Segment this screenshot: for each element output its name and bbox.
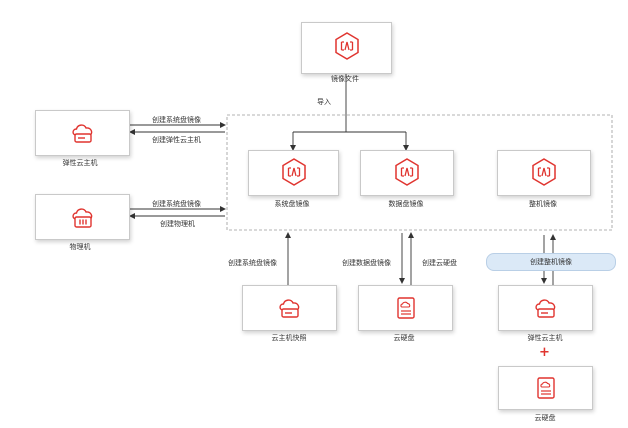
ecs-bottom-label: 弹性云主机 <box>527 334 563 342</box>
physical-server-icon <box>72 208 93 228</box>
edge-label-create-bms: 创建物理机 <box>160 220 195 228</box>
snapshot-label: 云主机快照 <box>271 334 307 342</box>
cloud-disk-label: 云硬盘 <box>393 334 415 342</box>
edge-label-import: 导入 <box>317 98 331 106</box>
plus-sign: + <box>539 345 550 360</box>
cloud-server-icon <box>535 299 556 318</box>
edge-label-create-full-image: 创建整机镜像 <box>530 258 572 266</box>
node-system-image <box>248 150 339 196</box>
full-image-label: 整机镜像 <box>529 200 557 208</box>
ecs-left-label: 弹性云主机 <box>62 159 98 167</box>
edge-label-create-ecs: 创建弹性云主机 <box>152 136 201 144</box>
edge-label-snapshot-create-system-image: 创建系统盘镜像 <box>228 259 277 267</box>
bms-label: 物理机 <box>69 243 91 251</box>
edge-label-bms-create-system-image: 创建系统盘镜像 <box>152 200 201 208</box>
image-icon <box>335 32 359 60</box>
edge-label-ecs-create-system-image: 创建系统盘镜像 <box>152 116 201 124</box>
node-cloud-disk <box>358 285 453 331</box>
node-ecs-bottom <box>498 285 593 331</box>
image-file-label: 镜像文件 <box>331 75 359 83</box>
node-data-image <box>360 150 454 196</box>
data-image-label: 数据盘镜像 <box>388 200 424 208</box>
cloud-server-icon <box>72 124 93 143</box>
image-icon <box>282 158 306 186</box>
node-full-image <box>497 150 591 196</box>
node-bms <box>35 194 130 240</box>
disk-icon <box>537 377 555 399</box>
edge-label-create-data-image: 创建数据盘镜像 <box>342 259 391 267</box>
image-icon <box>532 158 556 186</box>
system-image-label: 系统盘镜像 <box>274 200 310 208</box>
image-group-frame <box>226 114 613 231</box>
node-image-file <box>301 22 392 74</box>
edge-label-create-cloud-disk: 创建云硬盘 <box>422 259 457 267</box>
create-full-image-pill: 创建整机镜像 <box>486 253 616 271</box>
disk-icon <box>397 297 415 319</box>
node-disk-bottom <box>498 366 593 410</box>
image-icon <box>395 158 419 186</box>
node-ecs-left <box>35 110 130 156</box>
disk-bottom-label: 云硬盘 <box>534 414 556 422</box>
node-snapshot <box>242 285 337 331</box>
cloud-server-icon <box>279 299 300 318</box>
